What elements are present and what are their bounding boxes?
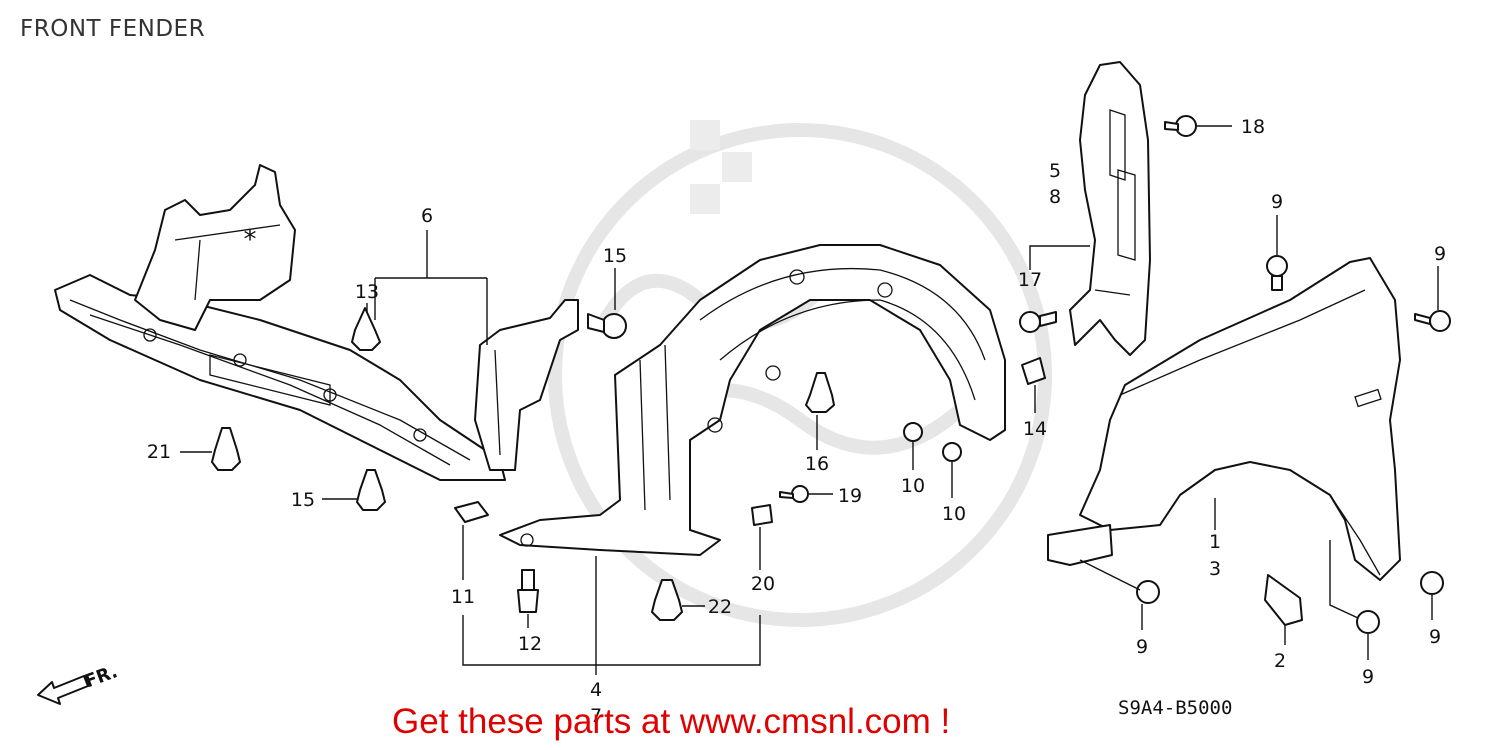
callout-15-lower: 15	[291, 489, 315, 511]
callout-8: 8	[1049, 186, 1061, 208]
callout-19: 19	[838, 485, 862, 507]
callout-15-upper: 15	[603, 245, 627, 267]
front-under-cover	[54, 274, 506, 481]
callout-17: 17	[1018, 269, 1042, 291]
callout-2: 2	[1274, 650, 1286, 672]
callout-22: 22	[708, 596, 732, 618]
callout-14: 14	[1023, 418, 1047, 440]
callout-6: 6	[421, 205, 433, 227]
callout-9-lower-right: 9	[1429, 626, 1441, 648]
callout-9-top: 9	[1271, 191, 1283, 213]
page-title: FRONT FENDER	[20, 16, 206, 42]
asterisk-mark: *	[244, 225, 257, 255]
fender-side-bracket	[1069, 61, 1151, 356]
callout-18: 18	[1241, 116, 1265, 138]
diagram-code: S9A4-B5000	[1118, 697, 1233, 719]
inner-fender-liner	[499, 244, 1006, 556]
callout-10-right: 10	[942, 503, 966, 525]
splash-shield-upper	[134, 164, 296, 331]
callout-4: 4	[590, 679, 602, 701]
callout-20: 20	[751, 573, 775, 595]
callout-10-left: 10	[901, 475, 925, 497]
callout-5: 5	[1049, 160, 1061, 182]
direction-label: FR.	[82, 661, 121, 692]
fasteners	[211, 115, 1451, 634]
callout-9-lower-left: 9	[1136, 636, 1148, 658]
callout-13: 13	[355, 281, 379, 303]
callout-21: 21	[147, 441, 171, 463]
callout-3: 3	[1209, 558, 1221, 580]
callout-labels: 1 2 3 4 5 6 7 8 9 9 9 9 9 10 10 11 12 13…	[147, 116, 1446, 727]
callout-12: 12	[518, 633, 542, 655]
promo-link-text[interactable]: Get these parts at www.cmsnl.com !	[392, 702, 951, 741]
callout-9-lower-mid: 9	[1362, 666, 1374, 688]
callout-1: 1	[1209, 531, 1221, 553]
callout-7: 7	[590, 705, 602, 727]
callout-16: 16	[805, 453, 829, 475]
leader-lines	[180, 125, 1439, 675]
callout-11: 11	[451, 586, 475, 608]
front-direction-arrow	[37, 675, 89, 705]
callout-9-right: 9	[1434, 243, 1446, 265]
part-6-shield	[474, 299, 579, 471]
